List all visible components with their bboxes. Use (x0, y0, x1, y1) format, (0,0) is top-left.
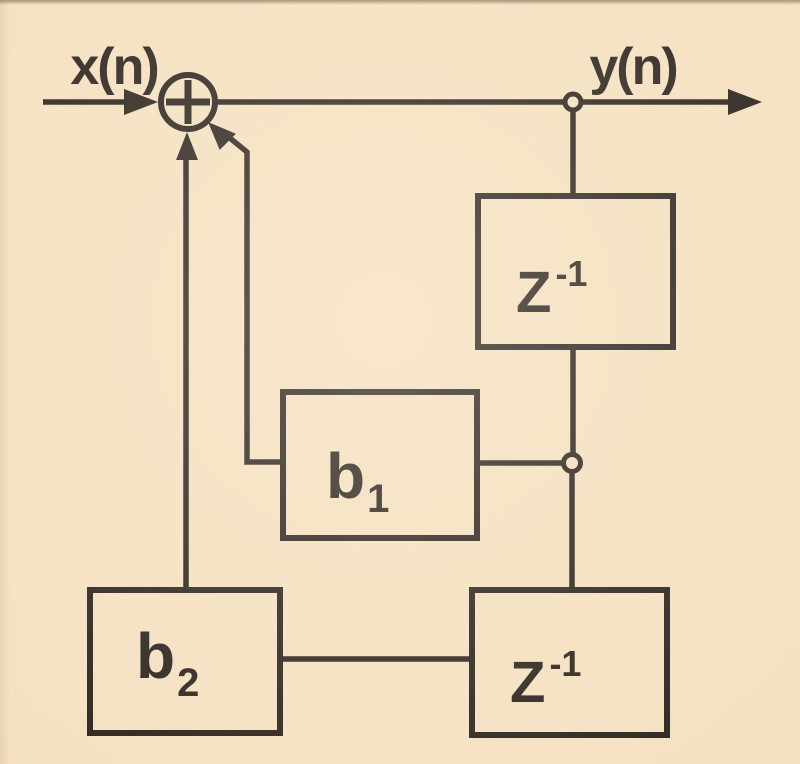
plus-icon (166, 80, 210, 124)
block-coeff-b2 (87, 587, 283, 736)
arrowhead-diagonal-icon (208, 122, 236, 150)
block-coeff-b2-label: b2 (136, 620, 199, 705)
arrowhead-up-icon (176, 132, 198, 160)
block-coeff-b1-label: b1 (326, 440, 389, 521)
block-delay-2-label: Z-1 (510, 643, 581, 715)
arrowhead-right-icon (728, 89, 762, 115)
output-signal-label: y(n) (589, 38, 676, 96)
branch-node-1 (562, 91, 584, 113)
wire-b1-to-summer (223, 131, 283, 465)
block-delay-1 (475, 193, 676, 350)
block-delay-2 (469, 587, 670, 738)
input-signal-label: x(n) (70, 38, 157, 96)
arrowhead-right-icon (124, 89, 158, 115)
block-coeff-b1 (280, 389, 480, 541)
branch-node-2 (561, 452, 583, 474)
block-delay-1-label: Z-1 (516, 253, 587, 325)
